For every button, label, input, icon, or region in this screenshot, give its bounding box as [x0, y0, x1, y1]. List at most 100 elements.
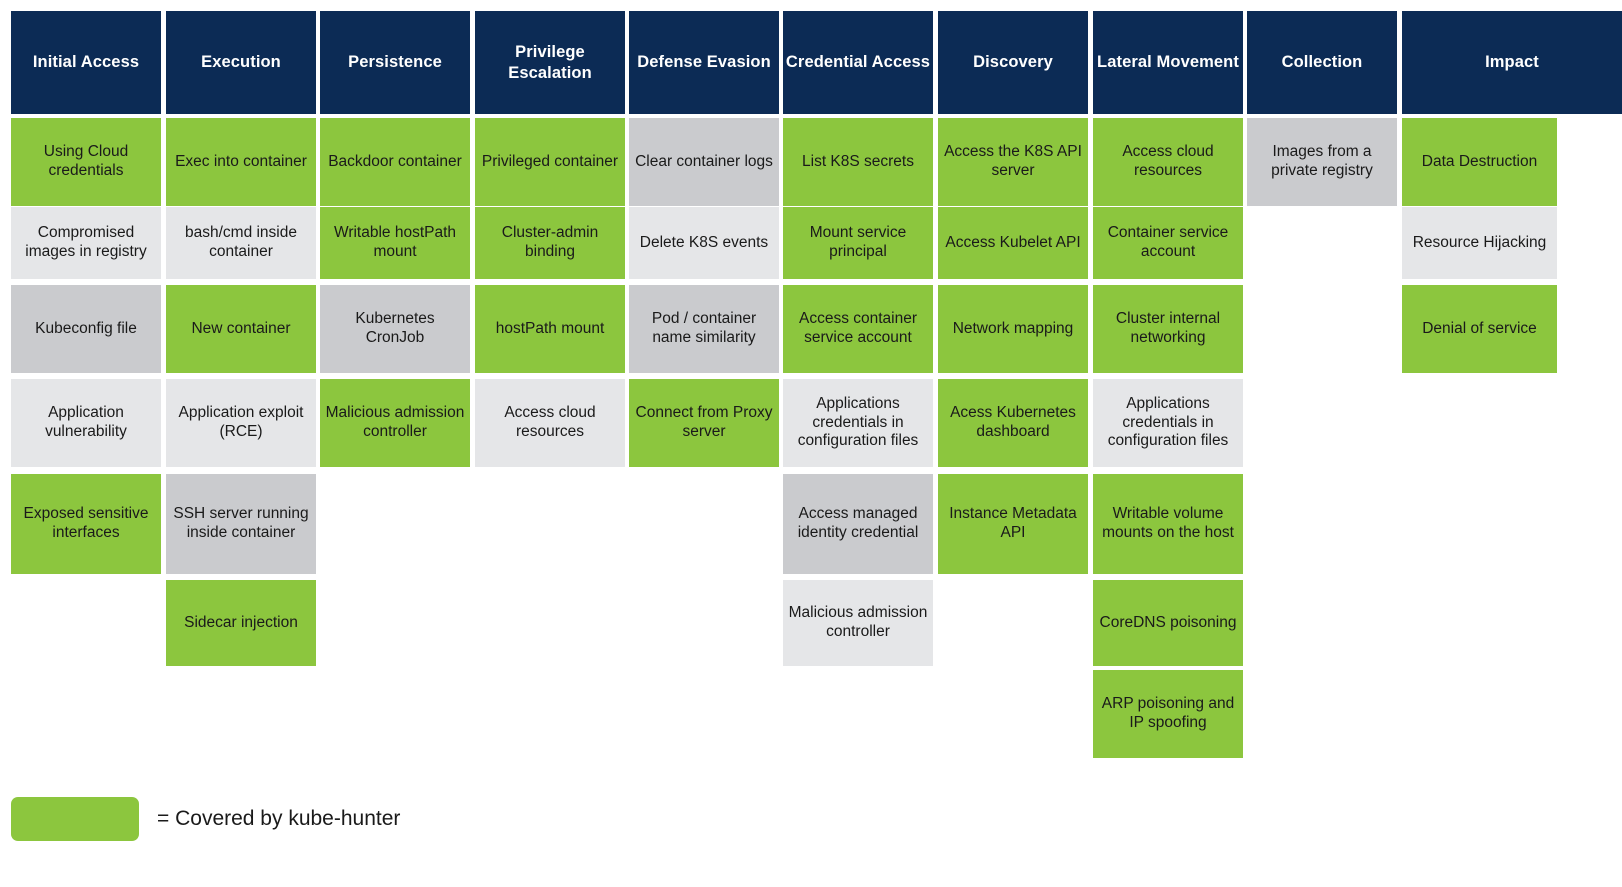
technique-label: Cluster-admin binding — [501, 224, 599, 260]
technique-cell: Applications credentials in configuratio… — [783, 379, 933, 467]
technique-cell: Kubernetes CronJob — [320, 285, 470, 373]
technique-cell: Clear container logs — [629, 118, 779, 206]
technique-label: New container — [191, 319, 291, 337]
technique-cell: Backdoor container — [320, 118, 470, 206]
technique-cell: Acess Kubernetes dashboard — [938, 379, 1088, 467]
technique-label: Data Destruction — [1421, 152, 1538, 170]
technique-cell: Using Cloud credentials — [11, 118, 161, 206]
technique-cell: Access cloud resources — [1093, 118, 1243, 206]
technique-label: hostPath mount — [495, 319, 605, 337]
technique-cell: Writable hostPath mount — [320, 207, 470, 279]
technique-cell: CoreDNS poisoning — [1093, 580, 1243, 666]
technique-label: SSH server running inside container — [173, 505, 309, 541]
technique-cell: Pod / container name similarity — [629, 285, 779, 373]
technique-label: Access container service account — [798, 310, 918, 346]
tactic-header-credential-access: Credential Access — [783, 11, 933, 114]
technique-label: Instance Metadata API — [949, 505, 1077, 541]
technique-cell: Application exploit (RCE) — [166, 379, 316, 467]
technique-label: List K8S secrets — [802, 152, 914, 170]
technique-label: Applications credentials in configuratio… — [797, 395, 919, 450]
technique-label: Acess Kubernetes dashboard — [950, 404, 1076, 440]
technique-label: bash/cmd inside container — [184, 224, 297, 260]
technique-label: Access Kubelet API — [945, 233, 1081, 251]
technique-cell: Access the K8S API server — [938, 118, 1088, 206]
tactic-header-initial-access: Initial Access — [11, 11, 161, 114]
technique-cell: Access managed identity credential — [783, 474, 933, 574]
technique-cell: Denial of service — [1402, 285, 1557, 373]
technique-cell: Application vulnerability — [11, 379, 161, 467]
technique-label: Compromised images in registry — [25, 224, 147, 260]
technique-label: Backdoor container — [328, 152, 462, 170]
technique-cell: Images from a private registry — [1247, 118, 1397, 206]
technique-label: Malicious admission controller — [788, 604, 928, 640]
technique-label: Using Cloud credentials — [43, 143, 129, 179]
technique-cell: Container service account — [1093, 207, 1243, 279]
technique-label: Access cloud resources — [1122, 143, 1214, 179]
technique-cell: Delete K8S events — [629, 207, 779, 279]
technique-label: Malicious admission controller — [325, 404, 465, 440]
technique-cell: hostPath mount — [475, 285, 625, 373]
tactic-header-persistence: Persistence — [320, 11, 470, 114]
technique-label: Writable volume mounts on the host — [1102, 505, 1234, 541]
tactic-header-execution: Execution — [166, 11, 316, 114]
technique-cell: Compromised images in registry — [11, 207, 161, 279]
technique-label: Access the K8S API server — [944, 143, 1082, 179]
technique-cell: Access Kubelet API — [938, 207, 1088, 279]
tactic-header-lateral-movement: Lateral Movement — [1093, 11, 1243, 114]
technique-cell: bash/cmd inside container — [166, 207, 316, 279]
technique-label: Application vulnerability — [45, 404, 127, 440]
technique-cell: Sidecar injection — [166, 580, 316, 666]
technique-cell: Exec into container — [166, 118, 316, 206]
technique-label: Resource Hijacking — [1412, 233, 1547, 251]
technique-cell: Access cloud resources — [475, 379, 625, 467]
technique-label: Kubeconfig file — [35, 319, 137, 337]
legend-label: = Covered by kube-hunter — [157, 807, 401, 830]
technique-cell: ARP poisoning and IP spoofing — [1093, 670, 1243, 758]
tactic-header-discovery: Discovery — [938, 11, 1088, 114]
tactic-header-defense-evasion: Defense Evasion — [629, 11, 779, 114]
technique-label: Network mapping — [952, 319, 1074, 337]
technique-label: Denial of service — [1422, 319, 1537, 337]
technique-cell: Data Destruction — [1402, 118, 1557, 206]
legend: = Covered by kube-hunter — [11, 797, 400, 841]
technique-label: Application exploit (RCE) — [178, 404, 304, 440]
technique-cell: Mount service principal — [783, 207, 933, 279]
technique-label: Applications credentials in configuratio… — [1107, 395, 1229, 450]
technique-label: Access managed identity credential — [797, 505, 919, 541]
technique-cell: Privileged container — [475, 118, 625, 206]
technique-label: Clear container logs — [635, 152, 773, 170]
technique-label: Kubernetes CronJob — [355, 310, 435, 346]
technique-cell: Network mapping — [938, 285, 1088, 373]
technique-cell: Cluster internal networking — [1093, 285, 1243, 373]
technique-label: Exec into container — [175, 152, 307, 170]
technique-cell: SSH server running inside container — [166, 474, 316, 574]
technique-cell: New container — [166, 285, 316, 373]
tactic-header-privilege-escalation: Privilege Escalation — [475, 11, 625, 114]
technique-label: Exposed sensitive interfaces — [23, 505, 149, 541]
technique-cell: Malicious admission controller — [320, 379, 470, 467]
technique-label: Mount service principal — [809, 224, 907, 260]
technique-cell: Kubeconfig file — [11, 285, 161, 373]
technique-label: Writable hostPath mount — [333, 224, 457, 260]
technique-label: Container service account — [1107, 224, 1229, 260]
technique-label: Privileged container — [481, 152, 619, 170]
technique-cell: Resource Hijacking — [1402, 207, 1557, 279]
technique-label: Cluster internal networking — [1115, 310, 1221, 346]
legend-green-swatch — [11, 797, 139, 841]
technique-label: CoreDNS poisoning — [1099, 613, 1237, 631]
technique-cell: Connect from Proxy server — [629, 379, 779, 467]
technique-label: Connect from Proxy server — [635, 404, 773, 440]
technique-cell: Access container service account — [783, 285, 933, 373]
technique-label: Images from a private registry — [1271, 143, 1373, 179]
technique-cell: Cluster-admin binding — [475, 207, 625, 279]
technique-cell: List K8S secrets — [783, 118, 933, 206]
technique-cell: Exposed sensitive interfaces — [11, 474, 161, 574]
tactic-header-impact: Impact — [1402, 11, 1622, 114]
technique-cell: Malicious admission controller — [783, 580, 933, 666]
technique-label: Access cloud resources — [504, 404, 596, 440]
tactic-header-collection: Collection — [1247, 11, 1397, 114]
technique-cell: Applications credentials in configuratio… — [1093, 379, 1243, 467]
technique-label: Pod / container name similarity — [651, 310, 757, 346]
technique-cell: Instance Metadata API — [938, 474, 1088, 574]
